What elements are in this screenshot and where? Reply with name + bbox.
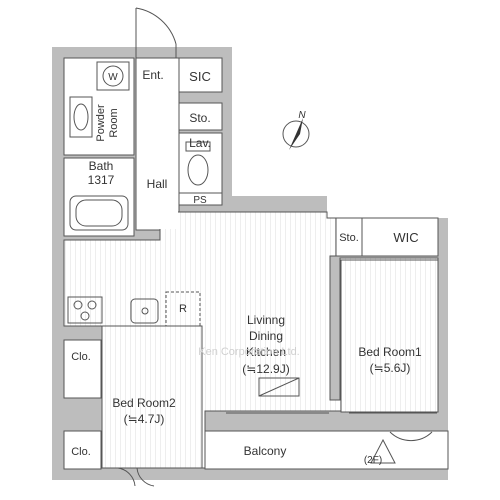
washer-label: W	[108, 72, 118, 83]
compass	[282, 118, 310, 150]
bedroom2-size-label: (≒4.7J)	[124, 412, 165, 426]
storage-top-label: Sto.	[189, 111, 210, 125]
watermark: Ken Corporation Ltd.	[198, 346, 300, 358]
bedroom2-label: Bed Room2	[112, 396, 176, 410]
powder-room-label-2: Room	[108, 108, 120, 137]
ldk-label-1: Livinng	[247, 313, 285, 327]
storage-mid-label: Sto.	[339, 232, 359, 244]
bedroom1-label: Bed Room1	[358, 345, 422, 359]
bedroom1-size-label: (≒5.6J)	[370, 361, 411, 375]
closet-lower-label: Clo.	[71, 446, 91, 458]
ldk-label-3: Kitchen	[246, 345, 286, 359]
bath-label: Bath	[89, 159, 114, 173]
striped-floors	[63, 211, 439, 469]
fixtures	[67, 61, 437, 487]
closet-upper-label: Clo.	[71, 351, 91, 363]
hall-label: Hall	[147, 177, 168, 191]
floor-label: (2F)	[364, 455, 382, 466]
north-label: N	[298, 110, 306, 121]
bath-size-label: 1317	[88, 173, 115, 187]
entrance-door	[135, 7, 177, 58]
sic-label: SIC	[189, 69, 211, 84]
ldk-label-2: Dining	[249, 329, 283, 343]
entrance-label: Ent.	[142, 68, 163, 82]
lavatory-label: Lav.	[189, 136, 211, 150]
balcony	[204, 430, 449, 470]
refrigerator-label: R	[179, 303, 187, 315]
ldk-size-label: (≒12.9J)	[242, 362, 289, 376]
balcony-label: Balcony	[244, 444, 287, 458]
pipe-space-label: PS	[193, 195, 207, 206]
powder-room-label-1: Powder	[95, 104, 107, 142]
wic-label: WIC	[393, 230, 418, 245]
hall-floor	[137, 95, 178, 229]
